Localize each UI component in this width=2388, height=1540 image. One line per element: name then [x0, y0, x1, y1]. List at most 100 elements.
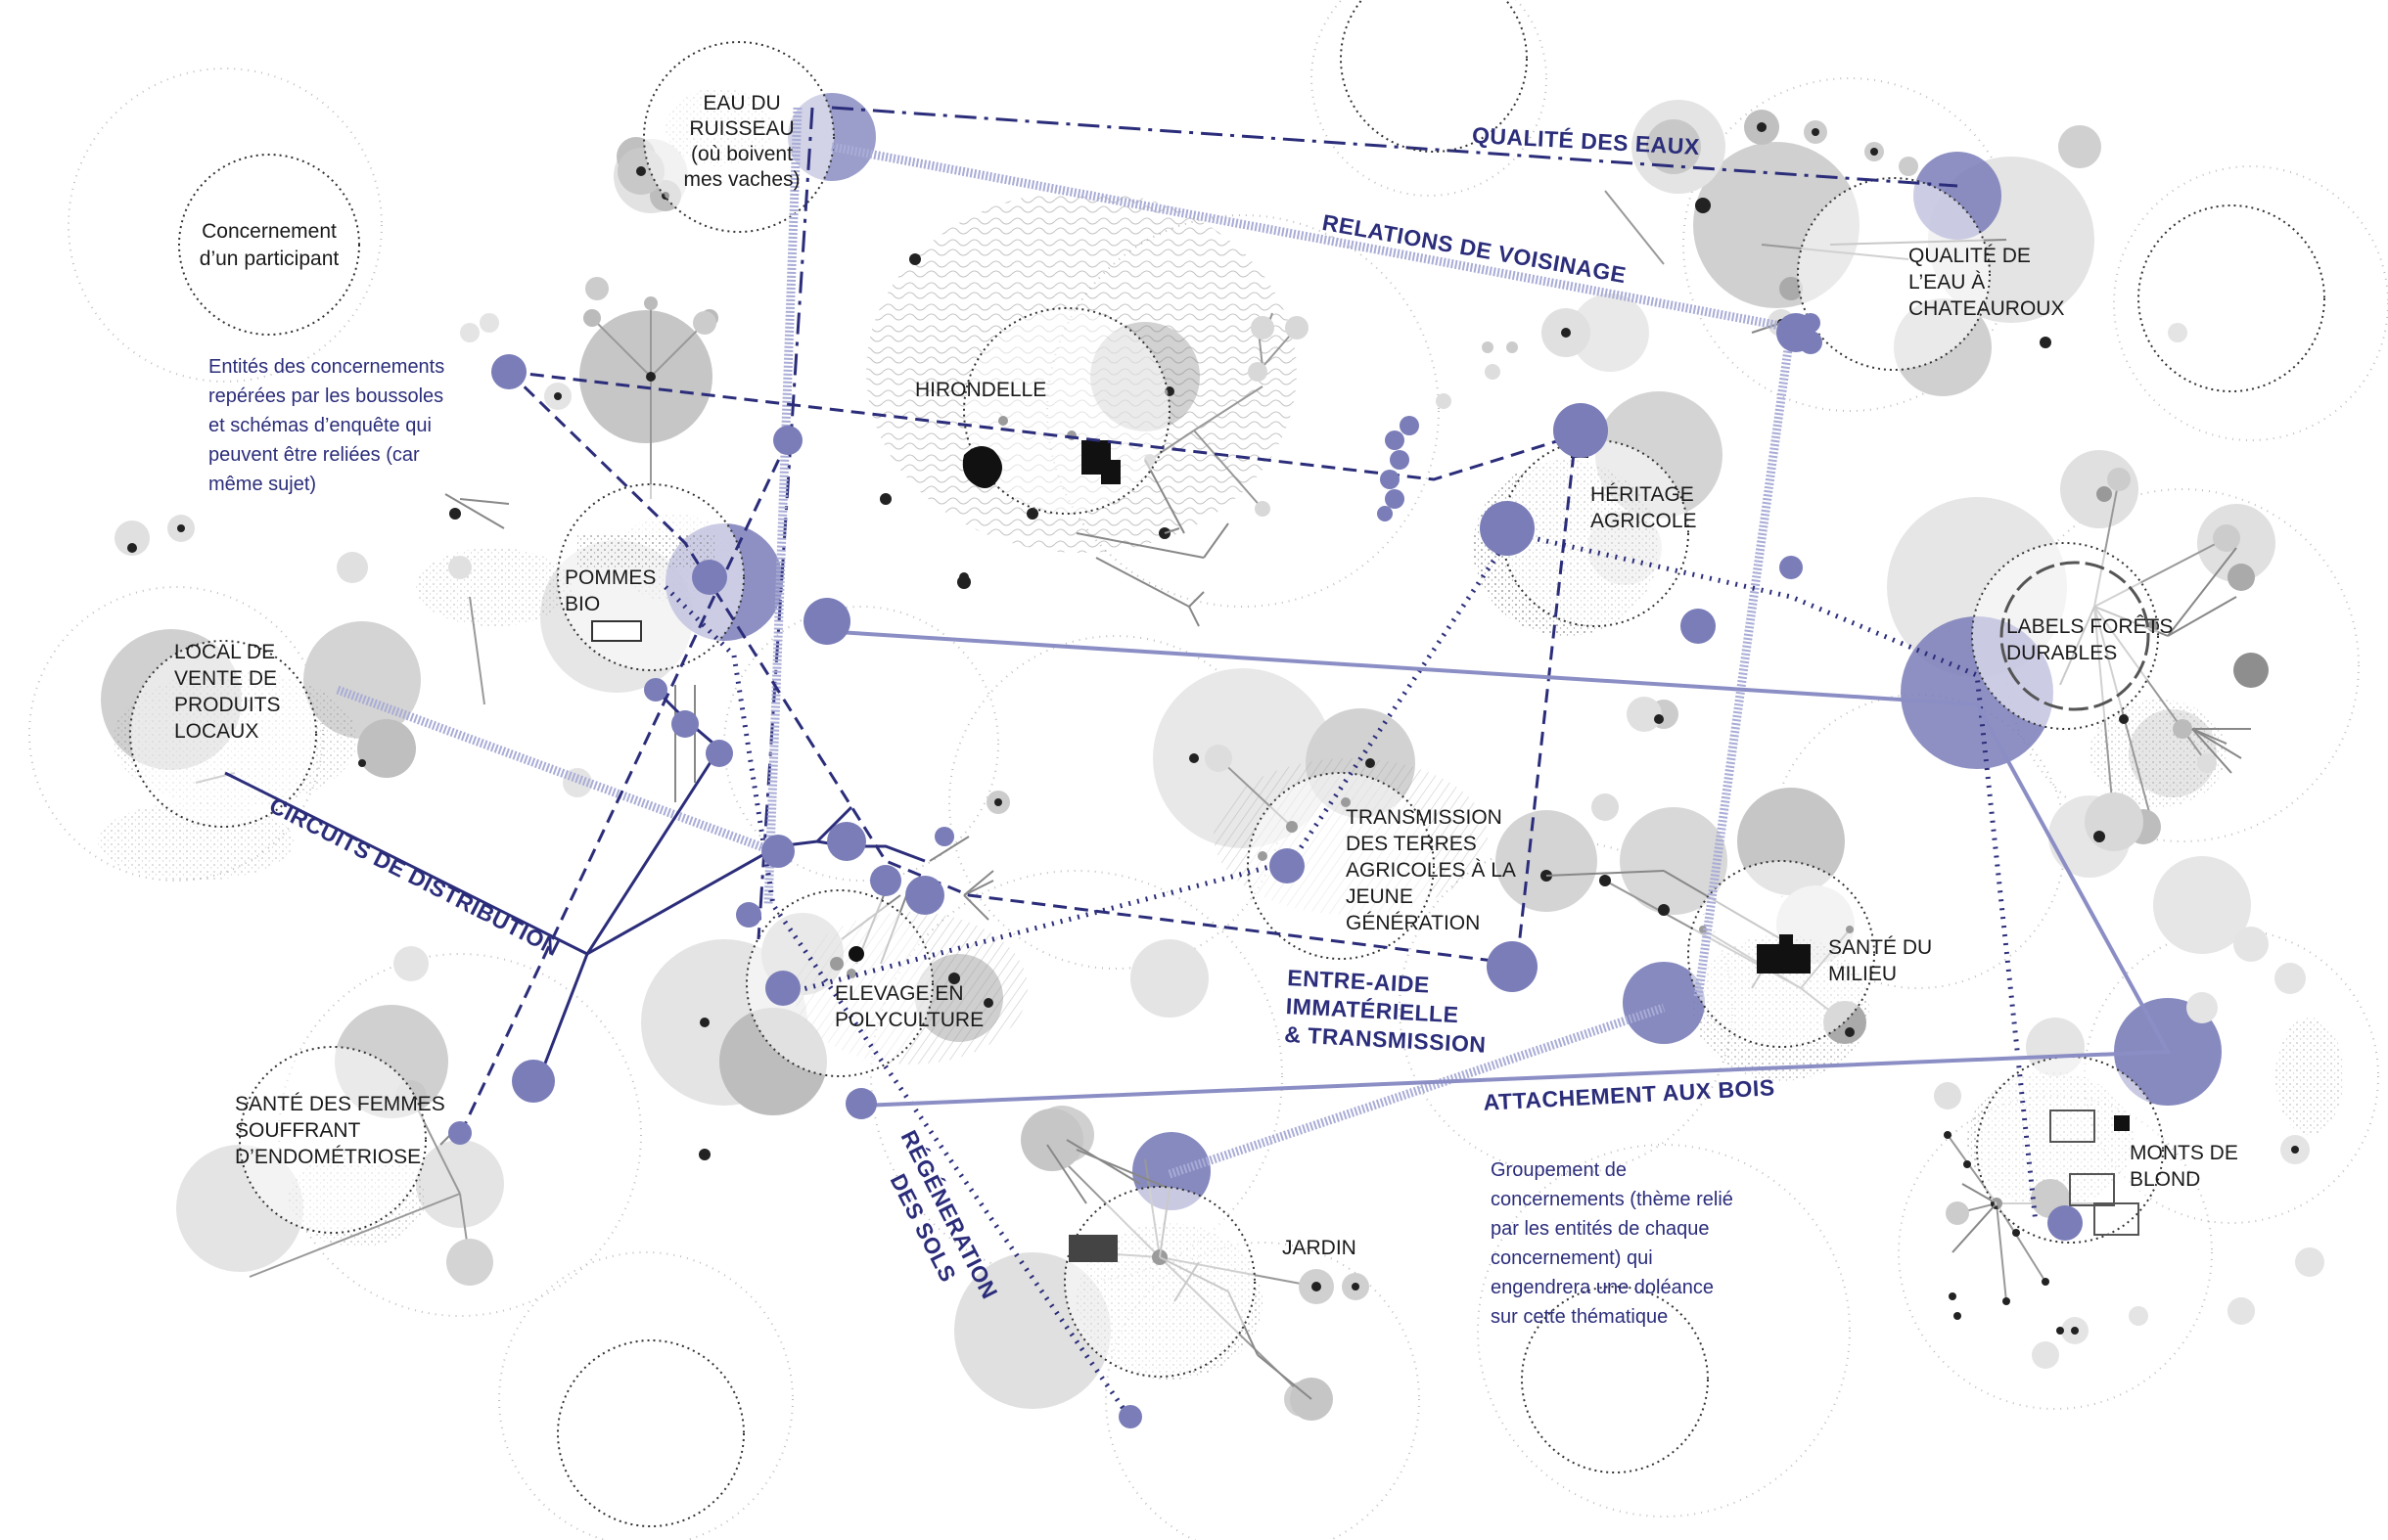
legend-grouping-text: Groupement de concernements (thème relié p… — [1491, 1159, 1733, 1328]
legend-entities-line: et schémas d’enquête qui — [208, 415, 432, 436]
legend-grouping-line: engendrera une doléance — [1491, 1277, 1714, 1298]
concern-label-monts-line: BLOND — [2130, 1168, 2200, 1191]
legend-entities-text: Entités des concernements repérées par le… — [208, 356, 444, 495]
concern-label-eau-ruisseau-line: (où boivent — [691, 143, 793, 165]
concern-label-transmission-line: JEUNE — [1346, 885, 1413, 908]
concern-label-hirondelle-line: HIRONDELLE — [915, 379, 1046, 401]
concern-label-elevage-line: ELEVAGE EN — [835, 982, 964, 1005]
concern-sante-femmes-ring[interactable] — [239, 1046, 427, 1234]
qualite-eaux-line-main — [831, 106, 1958, 188]
legend-participant-label-line: d’un participant — [200, 248, 340, 270]
legend-participant-label-line: Concernement — [202, 220, 337, 243]
concern-label-qualite-eau: QUALITÉ DE L’EAU À CHATEAUROUX — [1908, 245, 2064, 320]
voisinage-band-jardin — [1168, 1003, 1666, 1179]
sols-line — [664, 585, 1133, 1421]
concern-label-labels: LABELS FORÊTS DURABLES — [2006, 615, 2173, 664]
legend-grouping-line: concernements (thème relié — [1491, 1189, 1733, 1210]
legend-participant-label: Concernement d’un participant — [200, 220, 340, 270]
theme-lines — [224, 106, 2172, 1421]
theme-label-circuits-line: CIRCUITS DE DISTRIBUTION — [265, 793, 564, 961]
theme-label-entraide-line: ENTRE-AIDE — [1287, 965, 1431, 998]
legend-ring-bottomleft — [557, 1339, 745, 1527]
concern-label-qualite-eau-line: L’EAU À — [1908, 271, 1985, 294]
concern-label-local-vente: LOCAL DE VENTE DE PRODUITS LOCAUX — [174, 641, 281, 743]
concern-qualite-eau-ring[interactable] — [1797, 177, 1991, 371]
concern-label-pommes-bio: POMMES BIO — [565, 566, 656, 615]
concern-label-eau-ruisseau-line: mes vaches) — [683, 168, 800, 191]
concern-label-qualite-eau-line: QUALITÉ DE — [1908, 245, 2031, 267]
circuits-line-3 — [536, 953, 589, 1082]
legend-entities-line: peuvent être reliées (car — [208, 444, 420, 466]
concern-jardin-ring[interactable] — [1064, 1186, 1256, 1378]
circuits-line-5 — [815, 805, 853, 843]
concern-label-transmission-line: AGRICOLES À LA — [1346, 859, 1516, 882]
concern-label-eau-ruisseau-line: EAU DU — [703, 92, 780, 114]
concern-label-elevage-line: POLYCULTURE — [835, 1009, 984, 1031]
concern-label-jardin-line: JARDIN — [1282, 1237, 1356, 1259]
concern-label-monts-line: MONTS DE — [2130, 1142, 2238, 1164]
concern-monts-ring[interactable] — [1976, 1056, 2164, 1244]
concern-label-local-vente-line: PRODUITS — [174, 694, 281, 716]
voisinage-band-left — [336, 685, 775, 856]
entraide-line-2 — [507, 370, 1518, 966]
legend-grouping-line: concernement) qui — [1491, 1247, 1653, 1269]
concern-label-transmission-line: GÉNÉRATION — [1346, 912, 1480, 934]
legend-grouping-line: par les entités de chaque — [1491, 1218, 1710, 1240]
concern-label-local-vente-line: LOCAL DE — [174, 641, 275, 663]
legend-grouping-line: Groupement de — [1491, 1159, 1627, 1181]
legend-ring-topright — [2137, 204, 2325, 392]
concern-labels: EAU DU RUISSEAU (où boivent mes vaches) HIRO… — [174, 92, 2238, 1259]
theme-label-bois: ATTACHEMENT AUX BOIS — [1483, 1074, 1775, 1115]
concern-local-vente-ring[interactable] — [129, 640, 317, 828]
concern-label-monts: MONTS DE BLOND — [2130, 1142, 2238, 1191]
concern-label-heritage-line: AGRICOLE — [1590, 510, 1697, 532]
concern-label-qualite-eau-line: CHATEAUROUX — [1908, 297, 2064, 320]
legend-participant-ring — [178, 154, 360, 336]
concern-label-sante-femmes-line: SANTÉ DES FEMMES — [235, 1093, 445, 1115]
dark-inner-shapes — [577, 440, 2139, 1262]
legend-grouping-line: sur cette thématique — [1491, 1306, 1668, 1328]
blue-entity-dots — [448, 313, 2083, 1428]
concern-transmission-ring[interactable] — [1247, 772, 1435, 960]
concern-label-sante-milieu: SANTÉ DU MILIEU — [1828, 936, 1932, 985]
labels-inner-ring — [1999, 561, 2150, 711]
legend-grouping-ring — [1521, 1286, 1709, 1473]
concern-label-pommes-bio-line: BIO — [565, 593, 600, 615]
concern-label-labels-line: DURABLES — [2006, 642, 2117, 664]
concern-label-local-vente-line: VENTE DE — [174, 667, 277, 690]
theme-label-bois-line: ATTACHEMENT AUX BOIS — [1483, 1074, 1775, 1115]
bois-line — [821, 629, 2172, 1108]
concern-label-sante-milieu-line: MILIEU — [1828, 963, 1897, 985]
concern-label-transmission-line: TRANSMISSION — [1346, 806, 1502, 829]
concern-label-heritage: HÉRITAGE AGRICOLE — [1590, 483, 1697, 532]
concern-label-sante-femmes-line: D’ENDOMÉTRIOSE — [235, 1146, 421, 1168]
legend-entities-line: Entités des concernements — [208, 356, 444, 378]
legend-entities-line: même sujet) — [208, 474, 316, 495]
concern-label-sante-femmes: SANTÉ DES FEMMES SOUFFRANT D’ENDOMÉTRIOSE — [235, 1093, 445, 1168]
concern-label-sante-milieu-line: SANTÉ DU — [1828, 936, 1932, 959]
legend-ring-top — [1340, 0, 1528, 153]
concern-label-transmission-line: DES TERRES — [1346, 833, 1477, 855]
concern-label-pommes-bio-line: POMMES — [565, 566, 656, 589]
concern-label-elevage: ELEVAGE EN POLYCULTURE — [835, 982, 984, 1031]
concern-label-eau-ruisseau: EAU DU RUISSEAU (où boivent mes vaches) — [683, 92, 800, 191]
concern-heritage-ring[interactable] — [1501, 439, 1689, 627]
concern-elevage-ring[interactable] — [746, 889, 934, 1077]
concern-label-eau-ruisseau-line: RUISSEAU — [689, 117, 794, 140]
concern-label-jardin: JARDIN — [1282, 1237, 1356, 1259]
concern-label-transmission: TRANSMISSION DES TERRES AGRICOLES À LA JEUN… — [1346, 806, 1516, 934]
concern-label-local-vente-line: LOCAUX — [174, 720, 258, 743]
concern-eau-ruisseau-ring[interactable] — [643, 41, 835, 233]
concern-label-labels-line: LABELS FORÊTS — [2006, 615, 2173, 638]
concern-label-sante-femmes-line: SOUFFRANT — [235, 1119, 361, 1142]
concern-label-heritage-line: HÉRITAGE — [1590, 483, 1694, 506]
legend-entities-line: repérées par les boussoles — [208, 385, 443, 407]
voisinage-band-down — [763, 107, 803, 906]
entraide-line — [508, 370, 1578, 965]
voisinage-band-right — [1693, 327, 1796, 999]
theme-label-circuits: CIRCUITS DE DISTRIBUTION — [265, 793, 564, 961]
